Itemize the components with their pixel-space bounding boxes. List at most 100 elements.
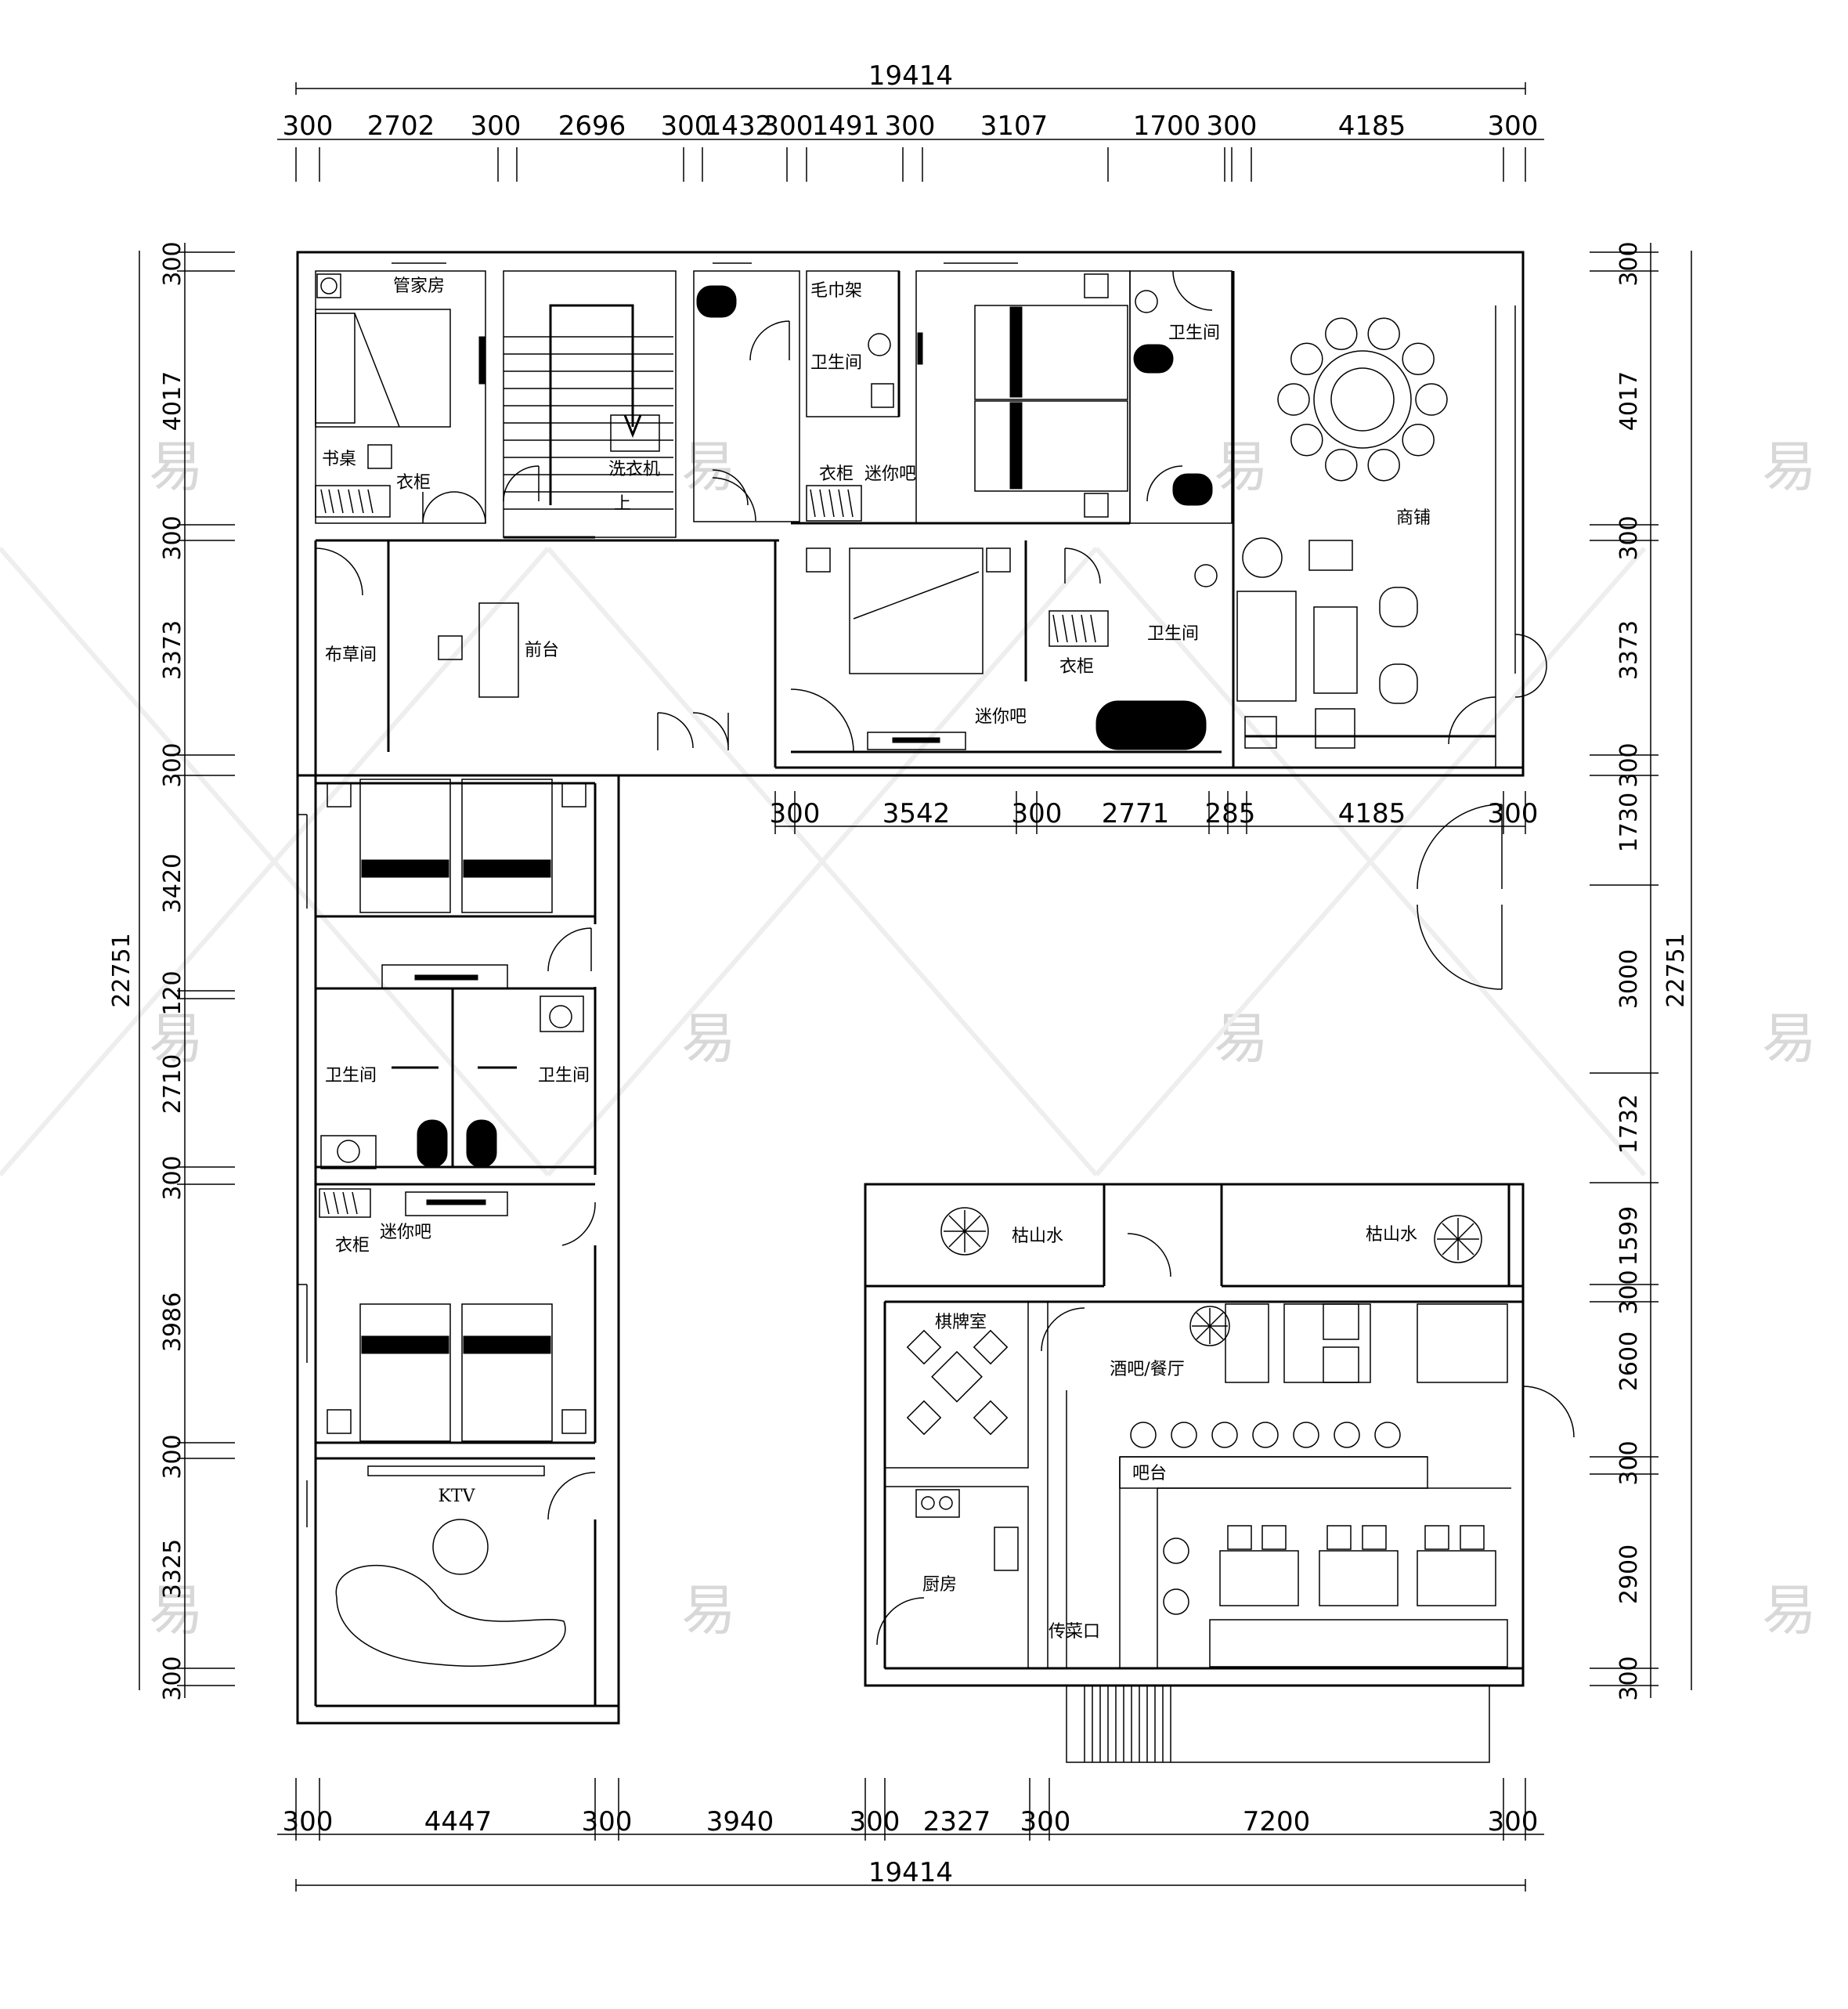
- label-desk: 书桌: [322, 450, 356, 469]
- dim-bottom: 4447: [424, 1806, 493, 1837]
- label-serving-hatch: 传菜口: [1049, 1622, 1100, 1642]
- bed-icon: [974, 400, 1128, 492]
- bathtub-icon: [696, 285, 737, 318]
- dim-bottom-total: 19414: [868, 1857, 953, 1888]
- watermark: 易: [681, 1578, 736, 1642]
- entrance-steps: [1066, 1685, 1490, 1763]
- wardrobe-icon: [319, 1188, 371, 1218]
- plant-icon: [940, 1207, 989, 1256]
- sink-icon: [1194, 564, 1218, 587]
- watermark-layer: 易 易 易 易 易 易 易 易 易 易 易: [0, 435, 1817, 1642]
- dim-bottom: 300: [582, 1806, 633, 1837]
- dim-top: 300: [283, 110, 334, 142]
- dim-left: 300: [159, 1434, 186, 1479]
- label-reception: 前台: [525, 641, 559, 660]
- dim-top: 1432: [705, 110, 773, 142]
- dim-inner: 3542: [882, 798, 951, 829]
- sink-icon: [994, 1527, 1019, 1571]
- dim-right: 300: [1615, 241, 1643, 286]
- dim-bottom: 300: [1020, 1806, 1071, 1837]
- dim-right: 4017: [1615, 371, 1643, 431]
- label-rock-garden: 枯山水: [1366, 1225, 1417, 1245]
- label-minibar: 迷你吧: [380, 1223, 431, 1242]
- dim-top: 300: [471, 110, 522, 142]
- dim-top: 300: [1207, 110, 1258, 142]
- sofa-icon: [335, 1564, 566, 1667]
- dim-bottom: 300: [850, 1806, 901, 1837]
- walls-southeast: [864, 1183, 1525, 1687]
- label-bathroom: 卫生间: [1168, 323, 1220, 343]
- bed-icon: [849, 547, 984, 674]
- card-table-icon: [931, 1350, 983, 1403]
- watermark: 易: [149, 1006, 204, 1071]
- bed-icon: [359, 1303, 451, 1442]
- sofa-icon: [1209, 1619, 1508, 1668]
- label-bathroom: 卫生间: [538, 1066, 590, 1086]
- dim-right: 1732: [1615, 1094, 1643, 1154]
- watermark: 易: [149, 435, 204, 499]
- label-towel-rack: 毛巾架: [810, 281, 862, 301]
- dim-inner: 300: [1488, 798, 1539, 829]
- dim-right: 2900: [1615, 1545, 1643, 1604]
- label-butler-room: 管家房: [393, 276, 445, 296]
- sink-icon: [1135, 290, 1158, 313]
- label-wardrobe: 衣柜: [819, 464, 854, 484]
- doors: [315, 270, 1575, 1646]
- top-dimensions: 19414 300 2702 300 2696 300 1432 300 149…: [277, 60, 1544, 182]
- sink-icon: [337, 1140, 360, 1163]
- dim-top: 3107: [980, 110, 1049, 142]
- watermark: 易: [1214, 435, 1269, 499]
- dim-right: 1730: [1615, 793, 1643, 852]
- bed-icon: [974, 305, 1128, 400]
- watermark: 易: [149, 1578, 204, 1642]
- dim-top: 2696: [558, 110, 626, 142]
- wardrobe-icon: [1049, 610, 1109, 647]
- label-bar-counter: 吧台: [1132, 1464, 1167, 1483]
- bottom-dimensions: 300 4447 300 3940 300 2327 300 7200 300 …: [277, 1778, 1544, 1892]
- dim-inner: 2771: [1102, 798, 1170, 829]
- dim-right: 300: [1615, 515, 1643, 560]
- wardrobe-icon: [315, 485, 391, 518]
- sink-icon: [549, 1005, 572, 1028]
- label-wardrobe: 衣柜: [1059, 657, 1094, 677]
- staircase: [504, 304, 673, 510]
- label-kitchen: 厨房: [922, 1575, 957, 1595]
- dim-left: 300: [159, 743, 186, 787]
- dim-left: 300: [159, 241, 186, 286]
- label-washing-machine: 洗衣机: [608, 460, 660, 479]
- dining-table-icon: [1313, 350, 1412, 449]
- dim-bottom: 300: [1488, 1806, 1539, 1837]
- watermark: 易: [1214, 1006, 1269, 1071]
- dim-bottom: 7200: [1243, 1806, 1311, 1837]
- room-labels: 管家房 书桌 衣柜 洗衣机 上 毛巾架 卫生间 卫生间 衣柜 迷你吧 商铺 布草…: [322, 276, 1431, 1642]
- dim-bottom: 300: [283, 1806, 334, 1837]
- dim-top: 300: [661, 110, 712, 142]
- label-wardrobe: 衣柜: [335, 1236, 370, 1256]
- inner-dimensions: 300 3542 300 2771 285 4185 300: [770, 791, 1539, 834]
- dim-left: 4017: [159, 371, 186, 431]
- label-up: 上: [614, 494, 631, 514]
- bathtub-icon: [1095, 700, 1207, 750]
- furniture-west: [319, 779, 587, 1667]
- wardrobe-icon: [806, 485, 862, 522]
- left-dimensions: 22751 300 4017 300 3373 300 3420 120 271…: [108, 241, 235, 1701]
- label-wardrobe: 衣柜: [396, 473, 431, 493]
- label-minibar: 迷你吧: [975, 707, 1027, 727]
- bed-icon: [359, 779, 451, 913]
- label-bar-dining: 酒吧/餐厅: [1110, 1360, 1184, 1379]
- label-linen-room: 布草间: [325, 645, 377, 665]
- dim-right: 3000: [1615, 949, 1643, 1009]
- watermark: 易: [1762, 1006, 1817, 1071]
- dim-right: 300: [1615, 1270, 1643, 1314]
- toilet-icon: [417, 1119, 448, 1168]
- dim-inner: 285: [1205, 798, 1256, 829]
- toilet-icon: [1133, 344, 1174, 374]
- dim-top: 300: [885, 110, 936, 142]
- dim-top: 300: [1488, 110, 1539, 142]
- bed-icon: [461, 1303, 553, 1442]
- dim-bottom: 3940: [706, 1806, 774, 1837]
- lamp-icon: [316, 273, 341, 298]
- dim-left: 120: [159, 970, 186, 1015]
- furniture-north: [315, 273, 1448, 750]
- walls-west: [296, 774, 620, 1725]
